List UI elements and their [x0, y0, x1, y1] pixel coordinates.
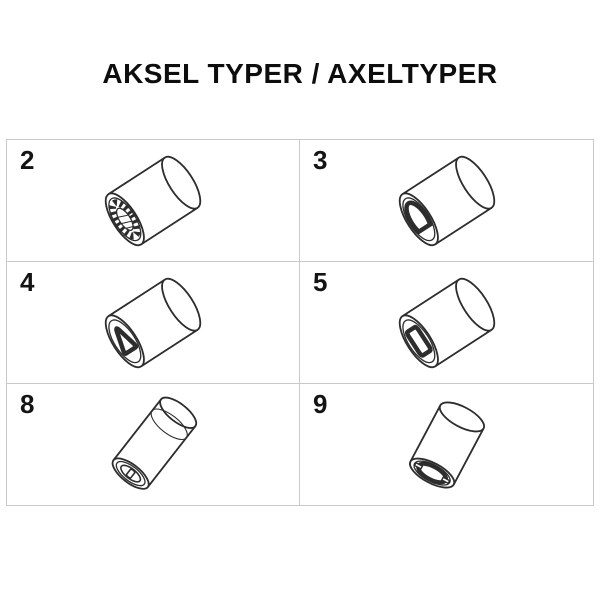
spline-bore-axle-icon	[78, 142, 228, 260]
axle-type-cell-3: 3	[300, 140, 593, 262]
page-title: AKSEL TYPER / AXELTYPER	[102, 58, 498, 89]
triangle-bore-axle-icon	[78, 264, 228, 382]
axle-type-number: 2	[20, 145, 35, 175]
axle-type-number: 5	[313, 267, 328, 297]
axle-type-cell-9: 9	[300, 384, 593, 505]
axle-type-number: 4	[20, 267, 35, 297]
d-bore-axle-icon	[372, 142, 522, 260]
axle-type-cell-8: 8	[7, 384, 300, 505]
axle-type-cell-4: 4	[7, 262, 300, 384]
axle-type-cell-2: 2	[7, 140, 300, 262]
axle-type-number: 8	[20, 389, 35, 419]
axle-type-grid: 2 3	[6, 139, 594, 506]
square-bore-axle-icon	[372, 264, 522, 382]
notched-bore-axle-icon	[372, 386, 522, 504]
axle-type-number: 3	[313, 145, 328, 175]
slot-bore-axle-icon	[78, 386, 228, 504]
axle-type-cell-5: 5	[300, 262, 593, 384]
axle-type-number: 9	[313, 389, 328, 419]
